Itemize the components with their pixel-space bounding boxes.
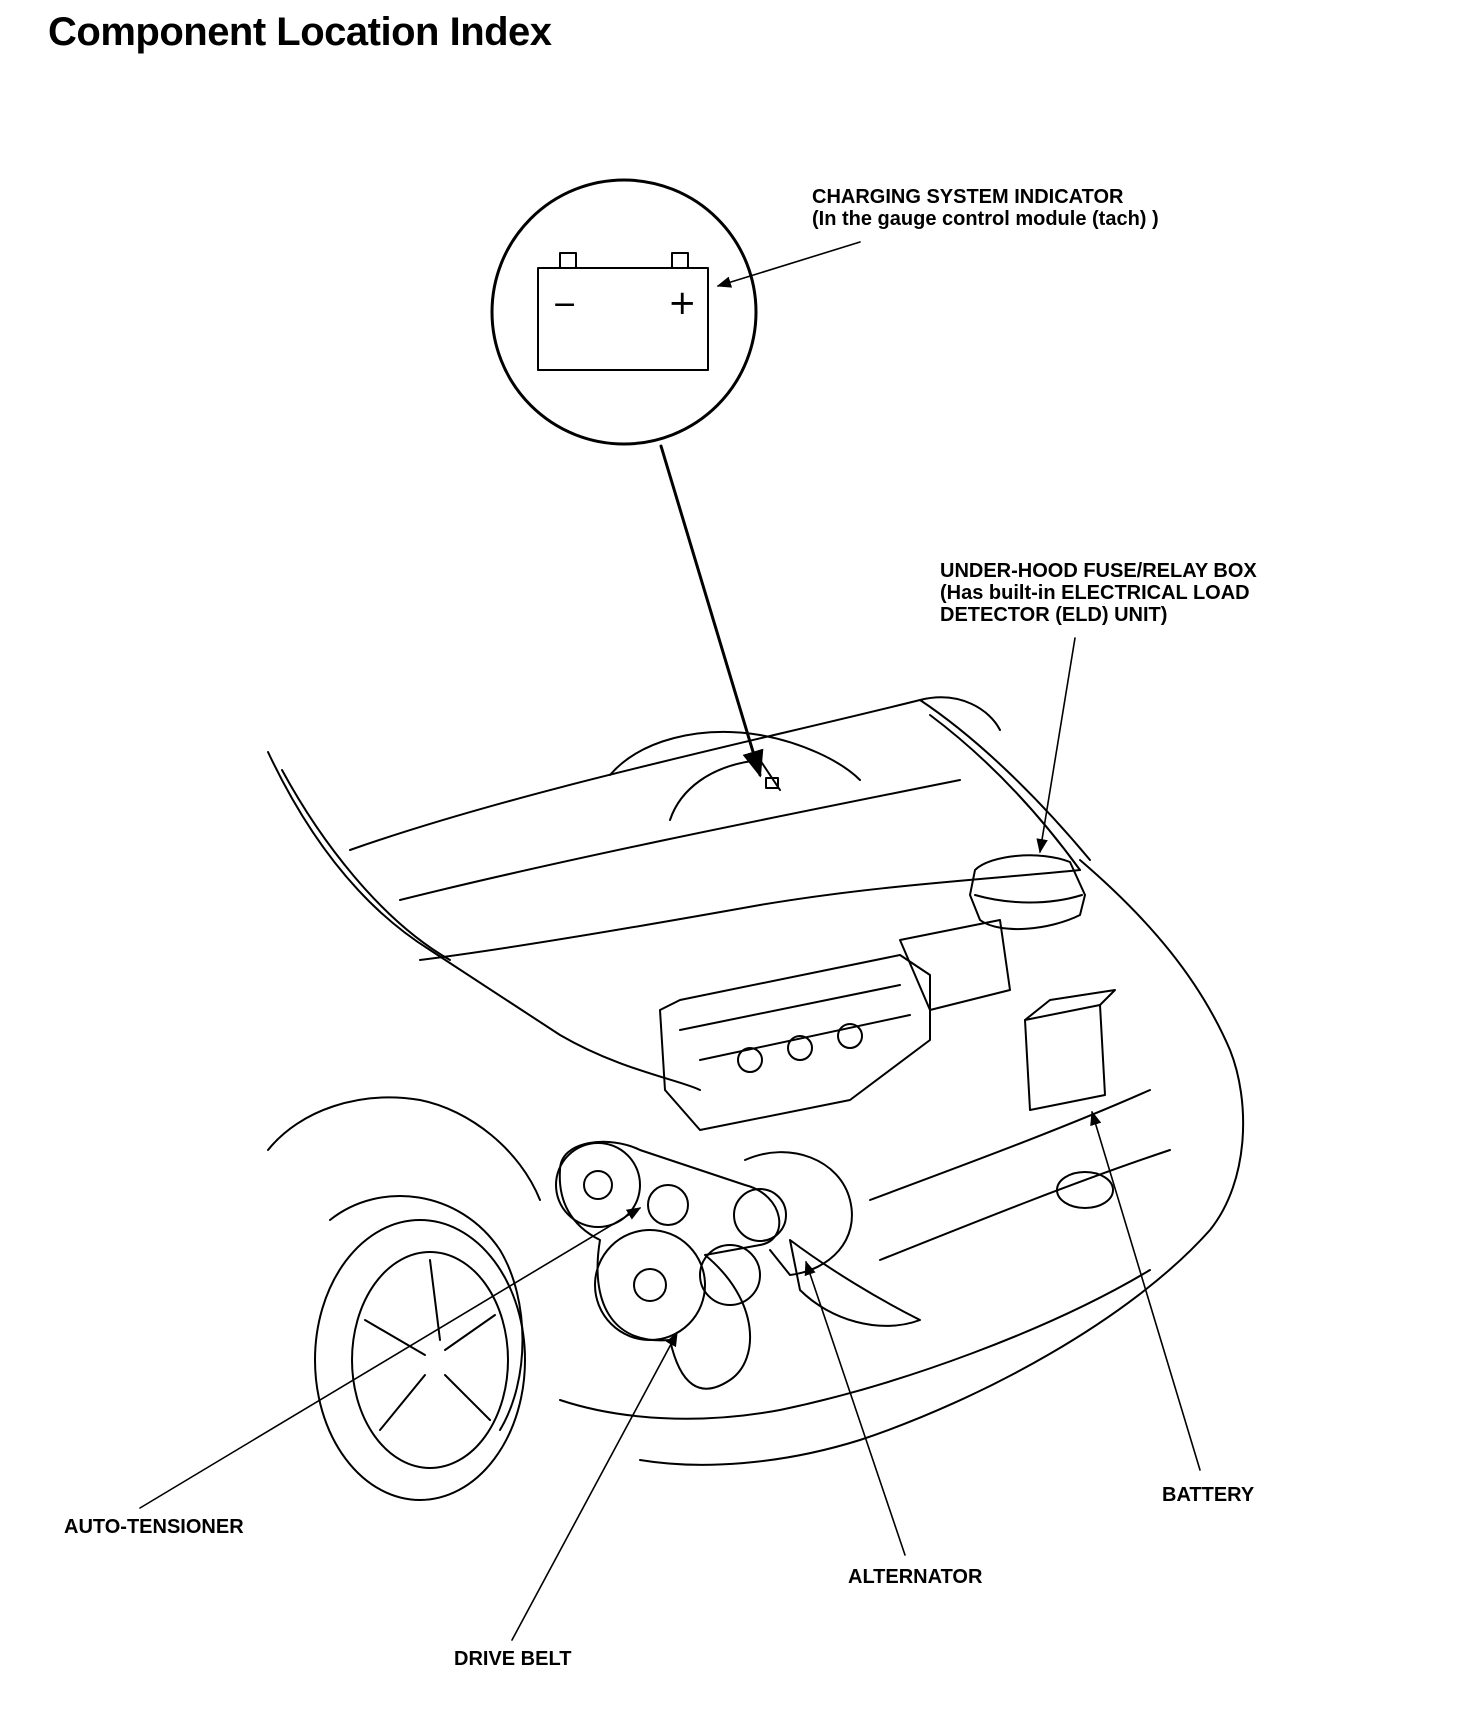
engine-bay-components [555, 854, 1116, 1390]
crankshaft-hub [633, 1268, 667, 1302]
emblem [1056, 1171, 1114, 1209]
front-fascia [639, 859, 1245, 1466]
page-title: Component Location Index [48, 10, 552, 54]
wheel-spoke-3 [379, 1374, 426, 1431]
drive-belt-leader [511, 1331, 678, 1641]
battery-leader [1090, 1110, 1201, 1471]
fuse-box-label: UNDER-HOOD FUSE/RELAY BOX (Has built-in … [940, 560, 1257, 626]
alternator-body [744, 1151, 853, 1276]
front-wheel [314, 1219, 526, 1501]
fuse-box-line1: UNDER-HOOD FUSE/RELAY BOX [940, 560, 1257, 582]
charging-indicator-leader [716, 241, 861, 288]
fuse-box-leader [1036, 637, 1076, 854]
instrument-binnacle [669, 759, 781, 821]
grille-lower [879, 1149, 1171, 1261]
wheel-spoke-1 [429, 1259, 441, 1341]
air-intake [899, 919, 1011, 1011]
engine-bay-edge [419, 869, 1081, 961]
fuse-relay-box-lid [974, 894, 1083, 904]
charging-indicator-title: CHARGING SYSTEM INDICATOR [812, 186, 1124, 208]
bumper-lower [559, 1269, 1151, 1420]
hood-top-edge [349, 696, 1001, 851]
auto-tensioner-label: AUTO-TENSIONER [64, 1516, 244, 1538]
wheel-spoke-4 [444, 1374, 491, 1421]
alternator-pulley [733, 1188, 787, 1242]
dashboard-cowl [609, 731, 861, 781]
auto-tensioner-leader [139, 1207, 642, 1509]
wheel-spoke-2 [364, 1319, 426, 1356]
fuse-relay-box [969, 854, 1086, 930]
hood-inner-edge [281, 769, 451, 961]
ignition-coil-1 [737, 1047, 763, 1073]
ac-compressor-hub [583, 1170, 613, 1200]
alternator-leader [804, 1260, 906, 1556]
indicator-magnifier: − + [490, 178, 758, 446]
headlight [789, 1239, 921, 1327]
wheel-arch [329, 1195, 524, 1431]
fuse-box-line3: DETECTOR (ELD) UNIT) [940, 604, 1168, 626]
charging-indicator-label: CHARGING SYSTEM INDICATOR (In the gauge … [812, 186, 1159, 230]
battery-label: BATTERY [1162, 1484, 1255, 1506]
ac-compressor-pulley [555, 1142, 641, 1228]
fuse-box-line2: (Has built-in ELECTRICAL LOAD [940, 582, 1250, 604]
crankshaft-pulley [594, 1229, 706, 1341]
grille-opening [869, 1089, 1151, 1201]
charging-indicator-note: (In the gauge control module (tach) ) [812, 208, 1159, 230]
a-pillar-inner [929, 714, 1081, 871]
ignition-coil-3 [837, 1023, 863, 1049]
ignition-coil-2 [787, 1035, 813, 1061]
a-pillar [919, 699, 1091, 861]
hood-outline [267, 751, 701, 1091]
battery-top [1024, 989, 1116, 1021]
magnifier-leader-line [659, 444, 764, 778]
front-wheel-rim [351, 1251, 509, 1469]
alternator-label: ALTERNATOR [848, 1566, 983, 1588]
idler-pulley [699, 1244, 761, 1306]
battery-warning-icon [537, 252, 709, 371]
car-illustration [267, 696, 1245, 1501]
battery-minus-glyph: − [552, 287, 577, 322]
drive-belt-path [558, 1140, 781, 1390]
drive-belt-label: DRIVE BELT [454, 1648, 572, 1670]
tensioner-pulley [647, 1184, 689, 1226]
callout-leaders [139, 241, 1201, 1641]
charging-indicator-location [765, 777, 779, 789]
valve-cover [679, 984, 911, 1061]
battery-plus-glyph: + [668, 283, 697, 323]
magnifier-circle [490, 178, 758, 446]
battery [1024, 1004, 1106, 1111]
front-fender [267, 1096, 541, 1201]
wheel-spoke-5 [444, 1314, 496, 1351]
hood-crease [399, 779, 961, 901]
engine-block [659, 954, 931, 1131]
